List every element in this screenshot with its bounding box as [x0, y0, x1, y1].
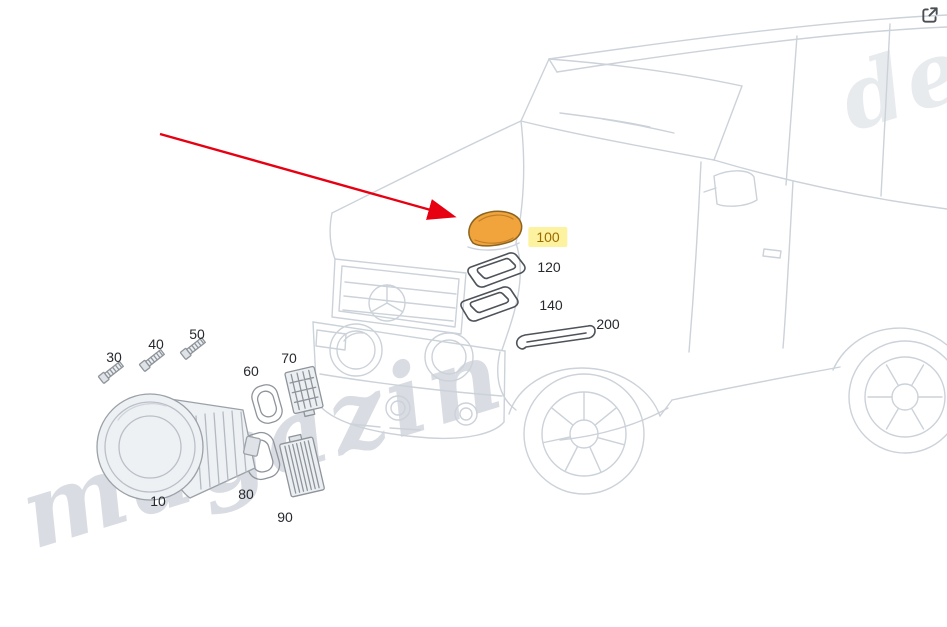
- part-10-headlamp-assembly[interactable]: [96, 393, 261, 501]
- part-40-screw[interactable]: [138, 348, 165, 372]
- part-120-seal-frame[interactable]: [467, 252, 526, 288]
- part-50-screw[interactable]: [179, 336, 206, 360]
- pointer-arrow: [159, 132, 457, 220]
- part-label-100[interactable]: 100: [528, 227, 568, 247]
- part-label-140[interactable]: 140: [539, 297, 563, 313]
- part-label-70[interactable]: 70: [281, 350, 297, 366]
- part-label-90[interactable]: 90: [277, 509, 293, 525]
- part-label-60[interactable]: 60: [243, 363, 259, 379]
- part-label-10[interactable]: 10: [150, 493, 166, 509]
- vehicle-illustration: [312, 14, 947, 495]
- part-200-trim-strip[interactable]: [515, 324, 596, 350]
- part-70-control-module[interactable]: [284, 365, 325, 419]
- part-30-screw[interactable]: [97, 360, 124, 384]
- part-label-50[interactable]: 50: [189, 326, 205, 342]
- part-label-200[interactable]: 200: [596, 316, 620, 332]
- part-140-seal-frame[interactable]: [460, 286, 519, 322]
- part-label-80[interactable]: 80: [238, 486, 254, 502]
- part-60-gasket[interactable]: [249, 382, 284, 426]
- part-90-control-module[interactable]: [278, 432, 325, 498]
- part-label-120[interactable]: 120: [537, 259, 561, 275]
- part-label-30[interactable]: 30: [106, 349, 122, 365]
- part-100-indicator-lamp[interactable]: [468, 210, 523, 247]
- external-link-icon[interactable]: [920, 5, 940, 25]
- part-label-40[interactable]: 40: [148, 336, 164, 352]
